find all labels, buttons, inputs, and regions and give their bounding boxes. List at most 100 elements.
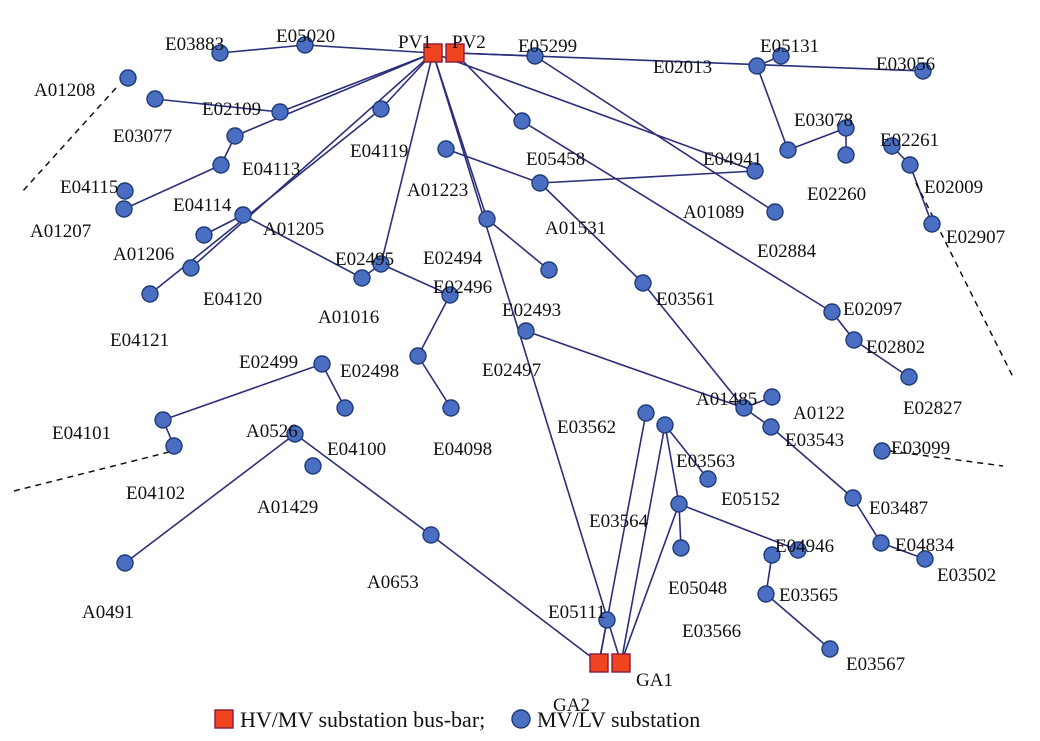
substation-e04098[interactable] [442, 399, 460, 417]
substation-e02261[interactable] [883, 137, 901, 155]
substation-e02498[interactable] [409, 347, 427, 365]
substation-e05020[interactable] [296, 36, 314, 54]
substation-a01223[interactable] [437, 140, 455, 158]
edge-e03563-e05152 [664, 424, 709, 480]
substation-a01205[interactable] [234, 206, 252, 224]
substation-e02493[interactable] [540, 261, 558, 279]
substation-a0653[interactable] [422, 526, 440, 544]
substation-e03078[interactable] [837, 119, 855, 137]
substation-e02827[interactable] [900, 368, 918, 386]
substation-e03567[interactable] [821, 640, 839, 658]
label-e05152: E05152 [721, 489, 780, 510]
substation-a0491[interactable] [116, 554, 134, 572]
substation-e03077[interactable] [146, 90, 164, 108]
substation-e02494[interactable] [478, 210, 496, 228]
edge-e02496-e02498 [417, 294, 451, 357]
substation-e02097[interactable] [823, 303, 841, 321]
label-e04098: E04098 [433, 439, 492, 460]
legend: HV/MV substation bus-bar; MV/LV substati… [214, 707, 700, 732]
edge-e02499-e04101 [162, 363, 323, 421]
substation-e04119[interactable] [372, 100, 390, 118]
substation-a01089[interactable] [746, 162, 764, 180]
substation-a01485[interactable] [735, 399, 753, 417]
label-e02827: E02827 [903, 398, 962, 419]
label-a01205: A01205 [263, 219, 324, 240]
label-e02884: E02884 [757, 241, 817, 262]
substation-a01207[interactable] [115, 200, 133, 218]
substation-e03543[interactable] [762, 418, 780, 436]
substation-e04101[interactable] [154, 411, 172, 429]
edge-pv1-ga1 [432, 52, 622, 664]
legend-bus-text: HV/MV substation bus-bar; [240, 707, 485, 732]
substation-a01429[interactable] [304, 457, 322, 475]
substation-e04120[interactable] [182, 259, 200, 277]
substation-e02013[interactable] [748, 57, 766, 75]
substation-e02802[interactable] [845, 331, 863, 349]
substation-a01531[interactable] [531, 174, 549, 192]
substation-e04121[interactable] [141, 285, 159, 303]
label-e05299: E05299 [518, 36, 577, 57]
bus-bar-ga1[interactable] [611, 653, 631, 673]
substation-a01206[interactable] [195, 226, 213, 244]
label-a01429: A01429 [257, 497, 318, 518]
substation-e02495[interactable] [372, 255, 390, 273]
substation-e03566[interactable] [757, 585, 775, 603]
substation-a01208[interactable] [119, 69, 137, 87]
substation-e04113[interactable] [226, 127, 244, 145]
substation-e02884[interactable] [766, 203, 784, 221]
substation-e02497[interactable] [517, 322, 535, 340]
substation-e02907[interactable] [923, 215, 941, 233]
substation-e02499[interactable] [313, 355, 331, 373]
substation-e05111[interactable] [598, 611, 616, 629]
bus-bar-pv1[interactable] [423, 43, 443, 63]
bus-bar-ga2[interactable] [589, 653, 609, 673]
substation-e03564[interactable] [670, 495, 688, 513]
label-e02261: E02261 [880, 130, 939, 151]
label-a01485: A01485 [696, 389, 757, 410]
label-e02097: E02097 [843, 299, 902, 320]
bus-bar-pv2[interactable] [445, 43, 465, 63]
substation-a01016[interactable] [353, 269, 371, 287]
substation-e04102[interactable] [165, 437, 183, 455]
label-e03563: E03563 [676, 451, 735, 472]
substation-e04115[interactable] [116, 182, 134, 200]
substation-e02109[interactable] [271, 103, 289, 121]
substation-a0122[interactable] [763, 388, 781, 406]
edge-pv1-e04120 [190, 52, 434, 269]
label-a0653: A0653 [367, 572, 419, 593]
substation-e04114[interactable] [212, 156, 230, 174]
substation-e03502[interactable] [916, 550, 934, 568]
substation-e02260[interactable] [837, 146, 855, 164]
label-e03567: E03567 [846, 654, 905, 675]
substation-e03099[interactable] [873, 442, 891, 460]
label-e03056: E03056 [876, 54, 935, 75]
substation-e03487[interactable] [844, 489, 862, 507]
substation-e05152[interactable] [699, 470, 717, 488]
substation-e05299[interactable] [526, 47, 544, 65]
substation-a0526[interactable] [286, 425, 304, 443]
edge-e02494-e02493 [486, 218, 550, 271]
substation-e02009[interactable] [901, 156, 919, 174]
edge-a01531-a01089 [539, 170, 756, 184]
network-edges [123, 44, 933, 664]
substation-e04834[interactable] [872, 534, 890, 552]
edge-e03487-e04834 [852, 497, 882, 544]
substation-e02496[interactable] [441, 286, 459, 304]
substation-e04941[interactable] [779, 141, 797, 159]
label-e03561: E03561 [656, 289, 715, 310]
substation-e05458[interactable] [513, 112, 531, 130]
substation-e04100[interactable] [336, 399, 354, 417]
label-a01531: A01531 [545, 218, 606, 239]
substation-e05048[interactable] [672, 539, 690, 557]
label-e04946: E04946 [775, 536, 834, 557]
substation-e03561[interactable] [634, 274, 652, 292]
substation-e03565[interactable] [763, 546, 781, 564]
substation-e03883[interactable] [211, 44, 229, 62]
continuation-line-1 [21, 87, 117, 193]
substation-e03056[interactable] [914, 62, 932, 80]
substation-e03562[interactable] [637, 404, 655, 422]
substation-e03563[interactable] [656, 416, 674, 434]
substation-e04946[interactable] [789, 541, 807, 559]
substation-e05131[interactable] [772, 47, 790, 65]
label-e04121: E04121 [110, 330, 169, 351]
